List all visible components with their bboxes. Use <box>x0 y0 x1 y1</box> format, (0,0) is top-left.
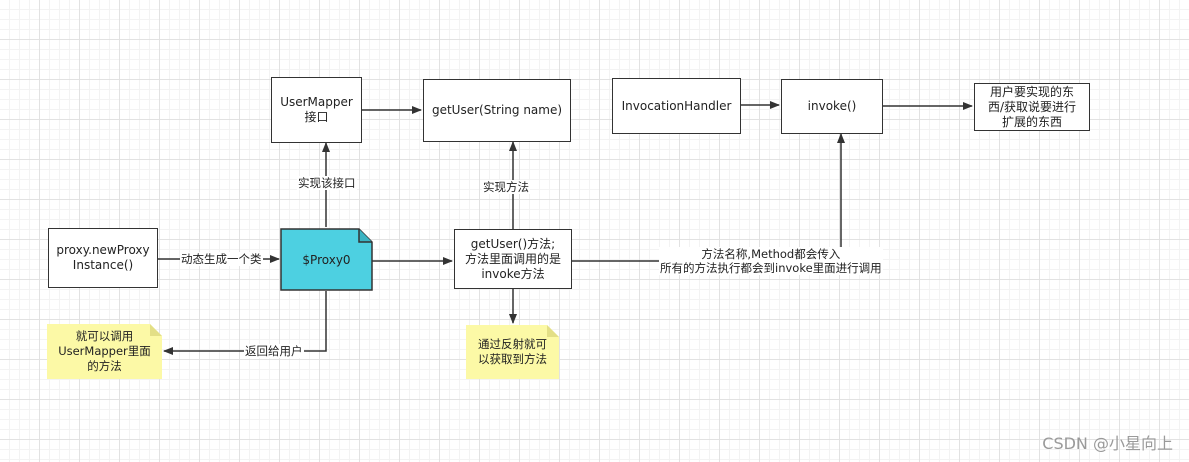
note-call-methods-text: 就可以调用 UserMapper里面 的方法 <box>58 329 151 373</box>
invoke-box[interactable]: invoke() <box>781 79 883 134</box>
note-reflection[interactable]: 通过反射就可 以获取到方法 <box>466 325 559 379</box>
edge-label-return-to-user: 返回给用户 <box>244 344 304 358</box>
note-call-methods[interactable]: 就可以调用 UserMapper里面 的方法 <box>47 324 162 379</box>
edge-proxy0-return <box>163 291 327 355</box>
sticky-note-icon <box>466 325 559 379</box>
watermark: CSDN @小星向上 <box>1042 434 1173 453</box>
document-shape-icon <box>280 228 373 291</box>
invocation-handler-box[interactable]: InvocationHandler <box>612 78 741 134</box>
get-user-box[interactable]: getUser(String name) <box>423 79 571 142</box>
edge-label-implement-interface: 实现该接口 <box>297 176 357 190</box>
edge-label-dynamic-generate: 动态生成一个类 <box>180 252 263 266</box>
user-impl-box[interactable]: 用户要实现的东 西/获取说要进行 扩展的东西 <box>974 83 1090 131</box>
edge-label-pass-method: 方法名称,Method都会传入 所有的方法执行都会到invoke里面进行调用 <box>659 247 883 275</box>
sticky-note-icon <box>47 324 162 379</box>
get-user-method-box[interactable]: getUser()方法; 方法里面调用的是 invoke方法 <box>454 229 572 289</box>
proxy0-box[interactable]: $Proxy0 <box>280 228 373 291</box>
note-reflection-text: 通过反射就可 以获取到方法 <box>478 337 547 366</box>
new-proxy-instance-box[interactable]: proxy.newProxy Instance() <box>48 228 158 288</box>
user-mapper-box[interactable]: UserMapper 接口 <box>271 77 362 143</box>
edge-label-implement-method: 实现方法 <box>482 180 530 194</box>
proxy0-label: $Proxy0 <box>302 252 351 267</box>
edge-method-to-invoke <box>572 133 845 262</box>
